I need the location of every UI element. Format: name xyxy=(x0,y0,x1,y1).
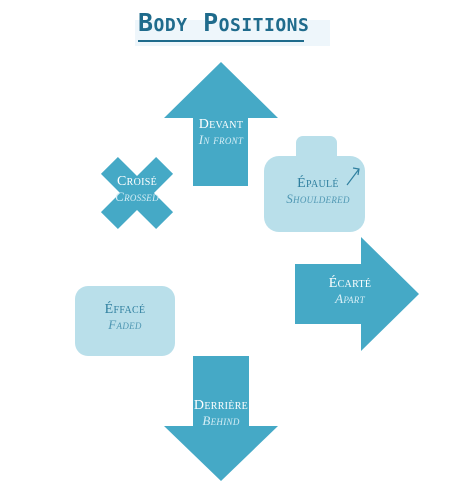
epaule-box-handle xyxy=(296,136,337,170)
epaule-label: Épaulé Shouldered xyxy=(279,176,357,206)
efface-rounded-box xyxy=(75,286,175,356)
devant-english-term: In front xyxy=(198,131,244,147)
diagonal-arrowhead-icon xyxy=(352,167,360,176)
devant-french-term: Devant xyxy=(198,117,244,132)
croise-english-term: Crossed xyxy=(115,188,159,204)
epaule-english-term: Shouldered xyxy=(286,190,350,206)
derriere-down-arrow xyxy=(164,356,278,481)
epaule-french-term: Épaulé xyxy=(297,176,339,191)
ecarte-label: Écarté Apart xyxy=(322,276,378,306)
diagram-title: Body Positions xyxy=(138,8,310,37)
croise-french-term: Croisé xyxy=(116,174,158,189)
efface-label: Éffacé Faded xyxy=(95,302,155,332)
title-underline xyxy=(138,40,304,42)
derriere-english-term: Behind xyxy=(202,412,240,428)
devant-up-arrow xyxy=(164,62,278,186)
croise-cross-shape xyxy=(100,156,174,230)
diagonal-arrow-icon xyxy=(346,168,360,186)
devant-label: Devant In front xyxy=(186,117,256,147)
epaule-box-body xyxy=(264,156,365,232)
ecarte-right-arrow xyxy=(295,237,419,351)
efface-french-term: Éffacé xyxy=(104,302,146,317)
efface-english-term: Faded xyxy=(108,316,142,332)
derriere-label: Derrière Behind xyxy=(186,398,256,428)
ecarte-french-term: Écarté xyxy=(328,276,372,291)
croise-label: Croisé Crossed xyxy=(107,174,167,204)
derriere-french-term: Derrière xyxy=(193,398,249,413)
ecarte-english-term: Apart xyxy=(335,290,365,306)
